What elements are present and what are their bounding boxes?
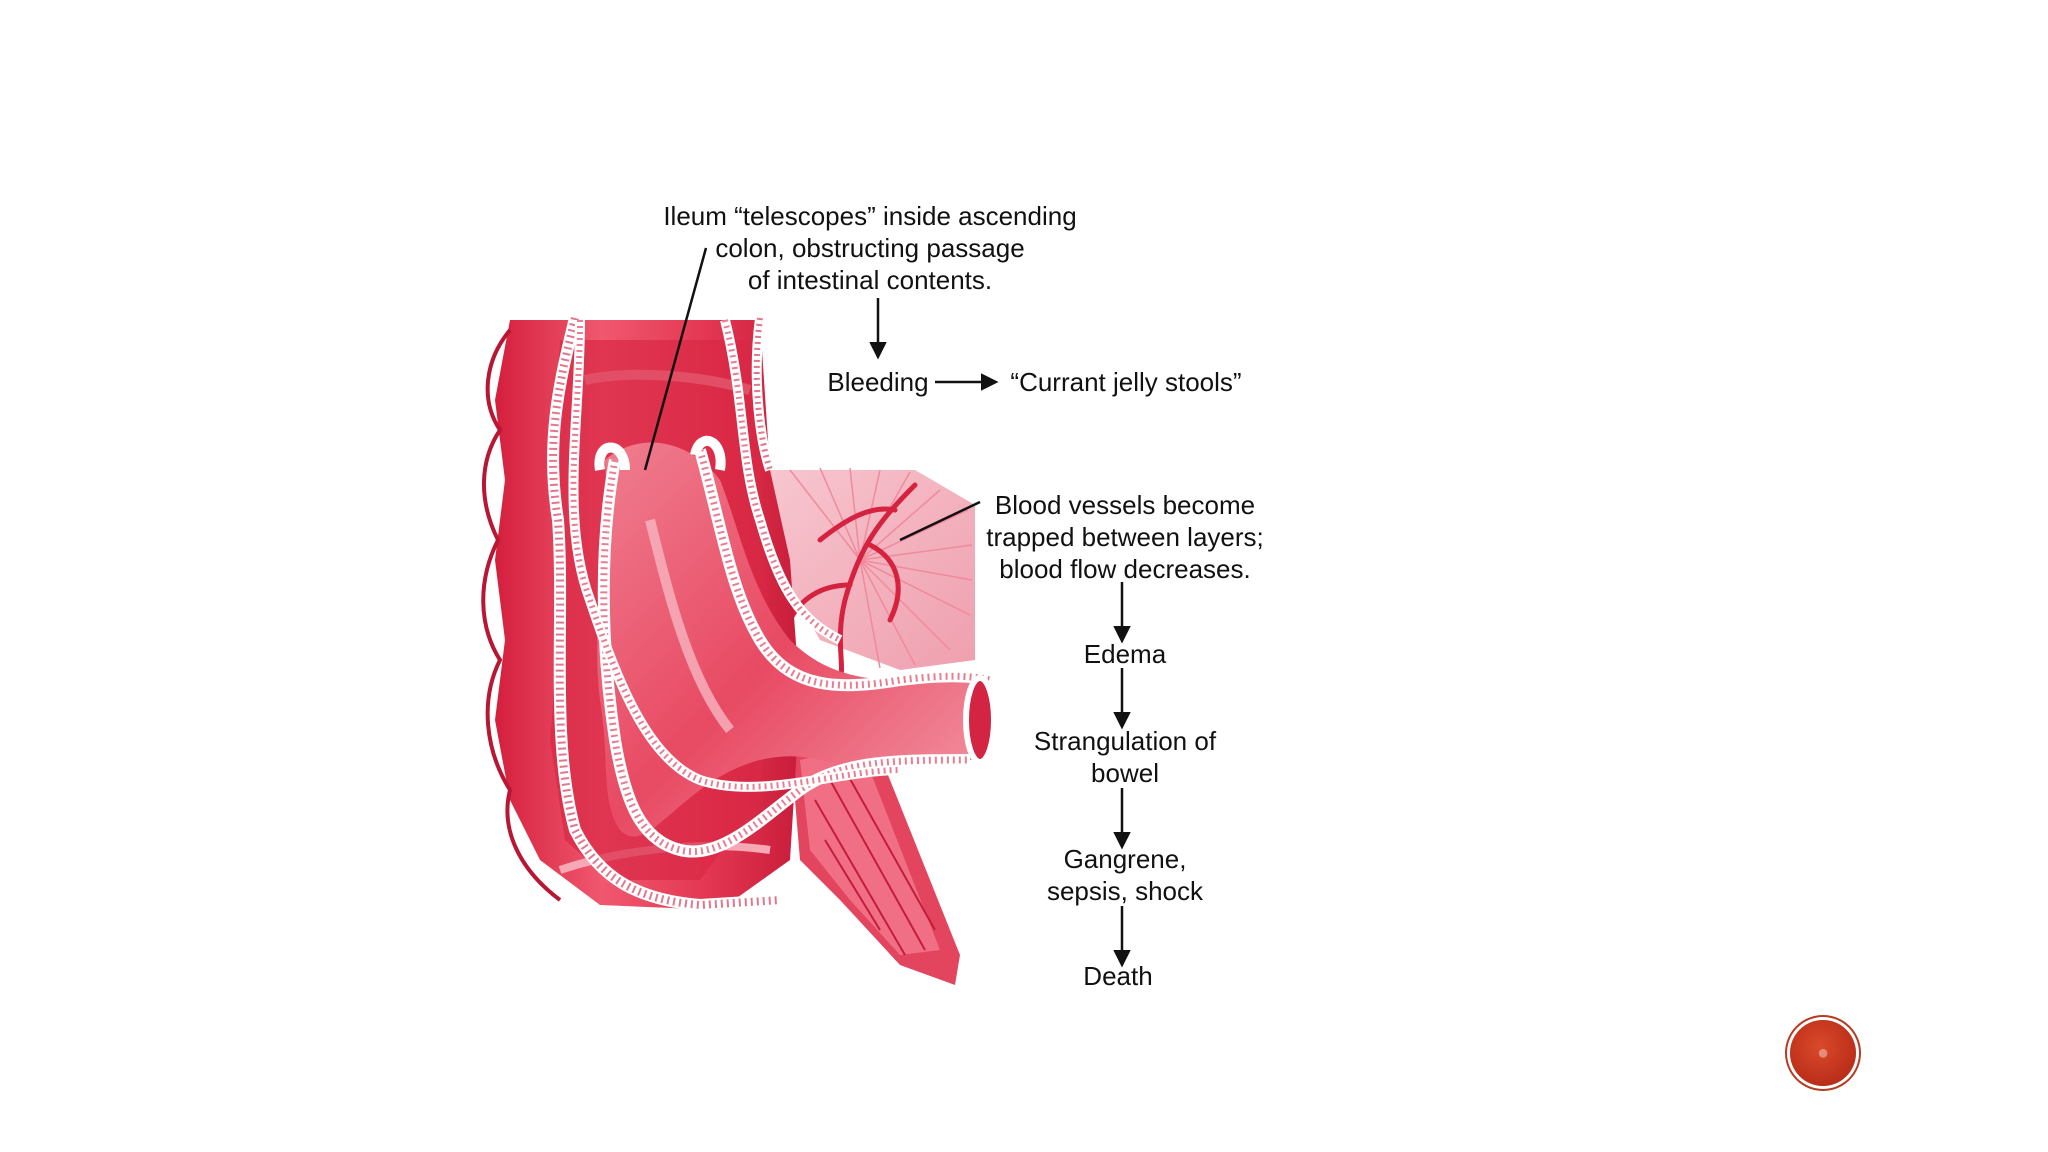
vessels-label-line-3: blood flow decreases.	[999, 554, 1251, 584]
currant-jelly-stools-label: “Currant jelly stools”	[1010, 367, 1242, 397]
vessels-leader-line	[899, 500, 981, 542]
telescoped-ileum	[594, 435, 997, 858]
mesentery	[770, 467, 975, 683]
ileum-telescopes-label: Ileum “telescopes” inside ascending colo…	[640, 200, 1100, 296]
edema-label: Edema	[1083, 639, 1167, 669]
ileum-leader-line	[643, 247, 708, 471]
ileum-label-line-1: Ileum “telescopes” inside ascending	[663, 201, 1077, 231]
lower-mesentery	[790, 730, 960, 985]
strangulation-label: Strangulation of bowel	[1000, 725, 1250, 789]
flow-arrows	[869, 298, 1131, 968]
ileum-label-line-3: of intestinal contents.	[747, 265, 993, 295]
vessels-label-line-2: trapped between layers;	[986, 522, 1264, 552]
death-label: Death	[1083, 961, 1153, 991]
strangulation-line-2: bowel	[1091, 758, 1159, 788]
slide-number-badge: ●	[1790, 1020, 1856, 1086]
badge-glyph: ●	[1816, 1041, 1830, 1064]
gangrene-line-2: sepsis, shock	[1046, 876, 1204, 906]
blood-vessels-label: Blood vessels become trapped between lay…	[960, 489, 1290, 585]
strangulation-line-1: Strangulation of	[1033, 726, 1217, 756]
bleeding-label: Bleeding	[827, 367, 929, 397]
vessels-label-line-1: Blood vessels become	[994, 490, 1256, 520]
gangrene-label: Gangrene, sepsis, shock	[1000, 843, 1250, 907]
ileum-label-line-2: colon, obstructing passage	[715, 233, 1025, 263]
intussusceptum-wall	[568, 318, 901, 792]
gangrene-line-1: Gangrene,	[1063, 844, 1187, 874]
